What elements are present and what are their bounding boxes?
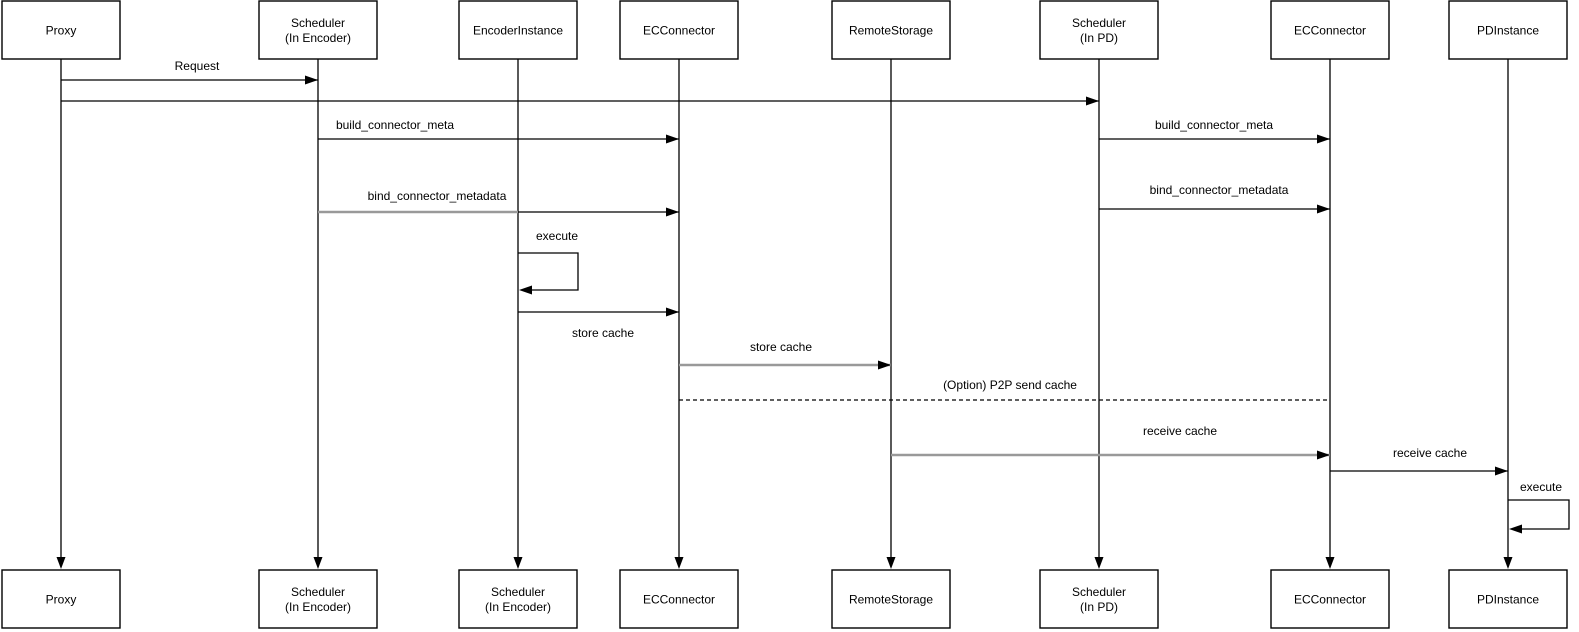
actor-label-bottom-ec-connector-a: ECConnector xyxy=(643,593,715,607)
message-label-build-connector-meta-pd: build_connector_meta xyxy=(1155,118,1273,132)
lifeline-arrowhead-ec-connector-b xyxy=(1325,557,1335,569)
message-label-store-cache-encoder-to-ecconnector: store cache xyxy=(572,326,634,340)
message-label-store-cache-ecconnector-to-storage: store cache xyxy=(750,340,812,354)
lifeline-arrowhead-encoder-instance xyxy=(513,557,523,569)
selfloop-label-execute-pd-instance: execute xyxy=(1520,480,1562,494)
actor-box-top-pd-instance xyxy=(1448,0,1568,60)
actor-label-top-pd-instance: PDInstance xyxy=(1477,24,1539,38)
message-arrowhead-build-connector-meta-pd xyxy=(1317,134,1330,144)
selfloop-label-execute-encoder-instance: execute xyxy=(536,229,578,243)
selfloop-execute-encoder-instance xyxy=(518,252,579,291)
lifeline-arrowhead-remote-storage xyxy=(886,557,896,569)
actor-label-bottom-scheduler-encoder: (In Encoder) xyxy=(285,600,351,614)
message-label-bind-connector-metadata-pd: bind_connector_metadata xyxy=(1150,183,1289,197)
message-label-p2p-send-cache: (Option) P2P send cache xyxy=(943,378,1077,392)
actor-label-bottom-scheduler-pd: Scheduler xyxy=(1072,585,1126,599)
actor-box-top-scheduler-encoder xyxy=(258,0,378,60)
message-arrowhead-receive-cache-ecconnector-to-pdinstance xyxy=(1495,466,1508,476)
actor-label-bottom-proxy: Proxy xyxy=(46,593,77,607)
actor-label-top-scheduler-encoder: (In Encoder) xyxy=(285,31,351,45)
message-arrowhead-bind-connector-metadata-encoder-cont xyxy=(666,207,679,217)
selfloop-execute-pd-instance xyxy=(1508,499,1570,530)
actor-box-bottom-remote-storage xyxy=(831,569,951,629)
message-arrowhead-receive-cache-storage-to-ecconnector xyxy=(1317,450,1330,460)
message-label-request: Request xyxy=(175,59,220,73)
message-arrowhead-bind-connector-metadata-pd xyxy=(1317,204,1330,214)
actor-label-bottom-scheduler-encoder: Scheduler xyxy=(291,585,345,599)
actor-box-bottom-scheduler-pd xyxy=(1039,569,1159,629)
message-label-receive-cache-ecconnector-to-pdinstance: receive cache xyxy=(1393,446,1467,460)
message-arrowhead-request xyxy=(305,75,318,85)
actor-label-top-scheduler-encoder: Scheduler xyxy=(291,16,345,30)
actor-label-top-proxy: Proxy xyxy=(46,24,77,38)
lifeline-arrowhead-scheduler-pd xyxy=(1094,557,1104,569)
message-arrowhead-proxy-to-scheduler-pd xyxy=(1086,96,1099,106)
actor-box-bottom-proxy xyxy=(1,569,121,629)
actor-label-bottom-scheduler-pd: (In PD) xyxy=(1080,600,1118,614)
actor-box-top-ec-connector-b xyxy=(1270,0,1390,60)
selfloop-arrowhead-execute-pd-instance xyxy=(1509,524,1522,534)
message-arrowhead-store-cache-ecconnector-to-storage xyxy=(878,360,891,370)
actor-box-bottom-encoder-instance xyxy=(458,569,578,629)
actor-box-top-remote-storage xyxy=(831,0,951,60)
actor-label-top-ec-connector-a: ECConnector xyxy=(643,24,715,38)
actor-label-top-encoder-instance: EncoderInstance xyxy=(473,24,563,38)
message-arrowhead-store-cache-encoder-to-ecconnector xyxy=(666,307,679,317)
actor-label-top-scheduler-pd: Scheduler xyxy=(1072,16,1126,30)
actor-label-bottom-encoder-instance: Scheduler xyxy=(491,585,545,599)
actor-box-bottom-pd-instance xyxy=(1448,569,1568,629)
message-label-build-connector-meta-encoder: build_connector_meta xyxy=(336,118,454,132)
actor-label-bottom-remote-storage: RemoteStorage xyxy=(849,593,933,607)
actor-label-bottom-encoder-instance: (In Encoder) xyxy=(485,600,551,614)
lifeline-arrowhead-pd-instance xyxy=(1503,557,1513,569)
actor-box-top-proxy xyxy=(1,0,121,60)
lifeline-arrowhead-ec-connector-a xyxy=(674,557,684,569)
selfloop-arrowhead-execute-encoder-instance xyxy=(519,285,532,295)
actor-label-top-remote-storage: RemoteStorage xyxy=(849,24,933,38)
actor-box-top-scheduler-pd xyxy=(1039,0,1159,60)
actor-box-bottom-ec-connector-b xyxy=(1270,569,1390,629)
actor-box-bottom-ec-connector-a xyxy=(619,569,739,629)
actor-label-bottom-ec-connector-b: ECConnector xyxy=(1294,593,1366,607)
actor-label-bottom-pd-instance: PDInstance xyxy=(1477,593,1539,607)
actor-box-top-encoder-instance xyxy=(458,0,578,60)
message-label-bind-connector-metadata-encoder: bind_connector_metadata xyxy=(368,189,507,203)
message-label-receive-cache-storage-to-ecconnector: receive cache xyxy=(1143,424,1217,438)
lifeline-arrowhead-proxy xyxy=(56,557,66,569)
actor-box-bottom-scheduler-encoder xyxy=(258,569,378,629)
actor-label-top-scheduler-pd: (In PD) xyxy=(1080,31,1118,45)
actor-label-top-ec-connector-b: ECConnector xyxy=(1294,24,1366,38)
actor-box-top-ec-connector-a xyxy=(619,0,739,60)
message-arrowhead-build-connector-meta-encoder xyxy=(666,134,679,144)
lifeline-arrowhead-scheduler-encoder xyxy=(313,557,323,569)
